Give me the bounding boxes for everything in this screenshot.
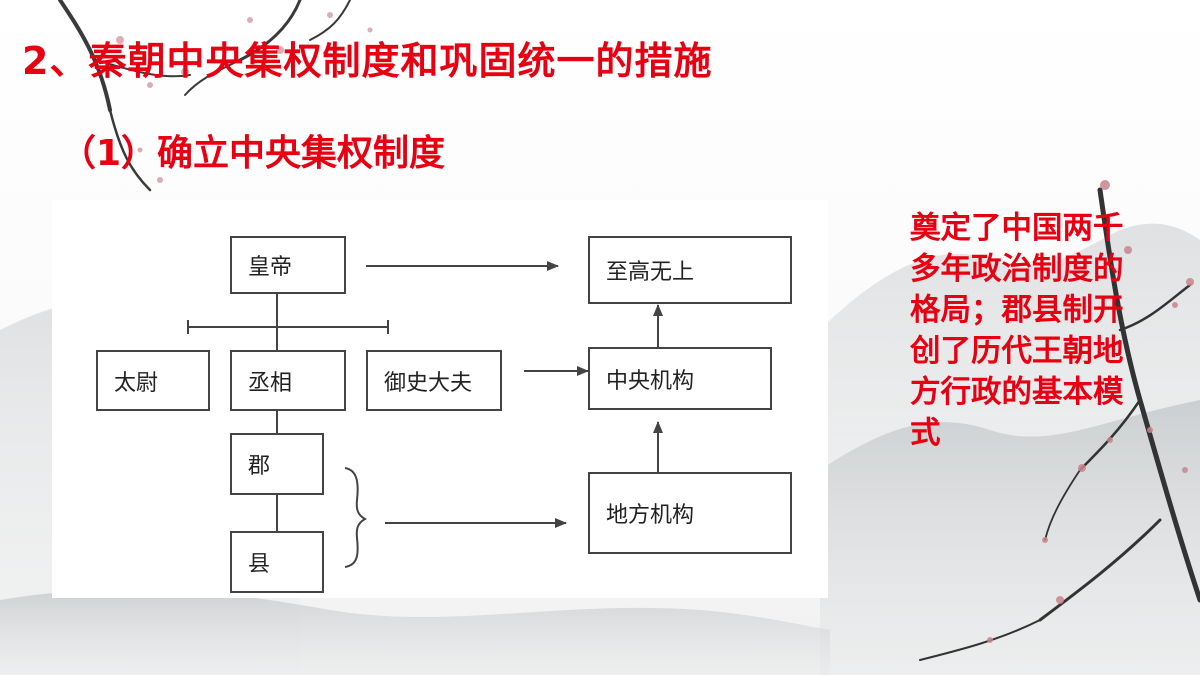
connector-lines [187, 261, 663, 568]
node-supreme: 至高无上 [588, 236, 792, 304]
node-central: 中央机构 [588, 347, 772, 410]
node-emperor: 皇帝 [230, 236, 346, 294]
significance-note: 奠定了中国两千多年政治制度的格局；郡县制开创了历代王朝地方行政的基本模式 [910, 211, 1124, 451]
page-title: 2、秦朝中央集权制度和巩固统一的措施 [22, 39, 713, 83]
plum-branch-top-left-icon [58, 0, 351, 192]
node-yushi: 御史大夫 [366, 350, 502, 411]
node-taiwei: 太尉 [96, 350, 210, 411]
node-jun: 郡 [230, 433, 324, 495]
plum-branch-right-icon [919, 187, 1200, 661]
node-xian: 县 [230, 531, 324, 593]
plum-blossoms-right-icon [987, 180, 1194, 643]
section-subtitle: （1）确立中央集权制度 [60, 133, 446, 174]
curly-brace [344, 467, 368, 568]
plum-blossoms-top-left-icon [116, 12, 373, 183]
node-chengxiang: 丞相 [230, 350, 346, 411]
node-local: 地方机构 [588, 472, 792, 554]
org-chart-diagram: 皇帝 太尉 丞相 御史大夫 郡 县 至高无上 中央机构 地方机构 [52, 200, 828, 598]
